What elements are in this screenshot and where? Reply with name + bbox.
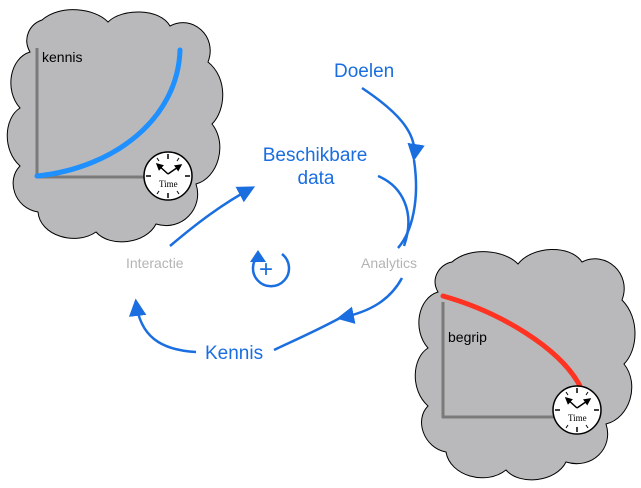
cloud-knowledge: kennis Time [6,9,224,243]
cloud-shape [414,249,636,481]
arrow-interaction-to-data [169,186,256,247]
knowledge-curve [34,47,183,179]
node-goals: Doelen [334,61,394,82]
axis-label-begrip: begrip [448,329,487,345]
node-available-data-line2: data [298,168,335,189]
node-available-data-line1: Beschikbare [263,145,368,166]
arrow-knowledge-to-interaction [128,298,197,354]
arrow-data-to-analytics [377,174,410,247]
reinforcing-loop-icon: + [250,250,291,288]
clock-time-label: Time [159,179,178,189]
cloud-shape [6,9,224,243]
clock-icon: Time [552,385,602,435]
clock-time-label: Time [568,413,587,423]
node-knowledge: Kennis [205,343,263,364]
clock-icon: Time [143,151,193,201]
node-analytics: Analytics [361,255,417,271]
node-interaction: Interactie [126,255,184,271]
cloud-understanding: begrip Time [414,249,636,481]
loop-arrows [128,86,425,354]
arrow-analytics-curve [397,159,418,249]
arrow-goals-to-analytics [361,86,425,162]
axis-label-kennis: kennis [42,49,82,65]
arrow-analytics-to-knowledge [336,277,404,324]
understanding-curve [440,293,583,389]
loop-polarity-sign: + [259,256,273,283]
arrow-knowledge-continue [273,316,341,352]
